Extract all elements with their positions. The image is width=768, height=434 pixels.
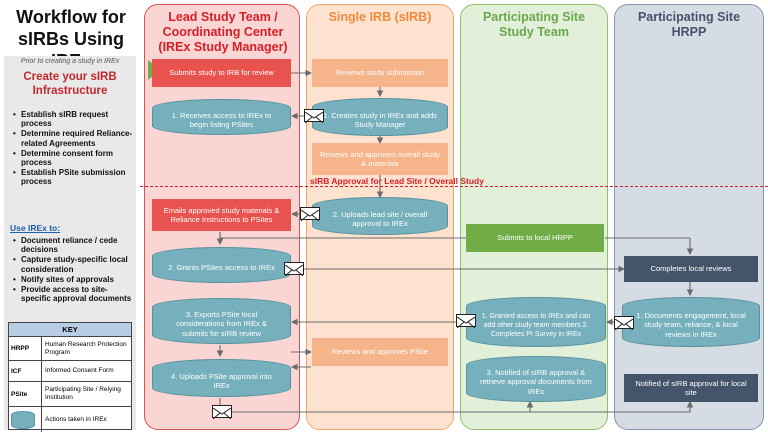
key-meaning: Actions taken in IREx (45, 415, 107, 423)
node-emails-materials: Emails approved study materials & Relian… (152, 199, 291, 231)
key-row: PSite Participating Site / Relying Insti… (9, 382, 131, 407)
bullet-item: Capture study-specific local considerati… (13, 255, 134, 274)
key-row: HRPP Human Research Protection Program (9, 337, 131, 361)
key-meaning: Human Research Protection Program (45, 340, 127, 356)
lane-participating-site-hrpp (614, 4, 764, 430)
envelope-icon (614, 316, 634, 331)
node-uploads-lead-approval: 2. Uploads lead site / overall approval … (312, 197, 448, 235)
lane-header-site-hrpp: Participating Site HRPP (637, 10, 741, 39)
key-cylinder-swatch (9, 407, 42, 432)
key-row: Actions taken in IREx (9, 407, 131, 432)
use-irex-label: Use IREx to: (10, 223, 61, 233)
node-submits-local-hrpp: Submits to local HRPP (466, 224, 604, 252)
sidebar-heading: Create your sIRB Infrastructure (23, 71, 117, 97)
bullet-item: Establish PSite submission process (13, 168, 134, 187)
node-receives-access: 1. Receives access to IREx to begin list… (152, 99, 291, 135)
key-header: KEY (9, 323, 131, 337)
arrow (219, 398, 694, 413)
key-meaning: Informed Consent Form (45, 367, 114, 374)
envelope-icon (304, 109, 324, 124)
envelope-icon (300, 207, 320, 222)
lane-header-sirb: Single IRB (sIRB) (328, 10, 432, 24)
sidebar-note: Prior to creating a study in IREx (20, 58, 120, 65)
node-notified-local-site: Notified of sIRB approval for local site (624, 374, 758, 402)
key-abbrev: PSite (9, 382, 42, 406)
node-completes-local-reviews: Completes local reviews (624, 256, 758, 282)
approval-divider (140, 186, 768, 187)
node-creates-study: 1. Creates study in IREx and adds Study … (312, 98, 448, 136)
bullet-item: Document reliance / cede decisions (13, 236, 134, 255)
bullet-item: Determine required Reliance-related Agre… (13, 129, 134, 148)
envelope-icon (212, 405, 232, 420)
node-granted-access: 1. Granted access to IREx and can add ot… (466, 297, 606, 347)
approval-divider-label: sIRB Approval for Lead Site / Overall St… (310, 176, 484, 186)
node-uploads-psite-approval: 4. Uploads PSite approval into IREx (152, 359, 291, 397)
key-abbrev: ICF (9, 361, 42, 381)
key-table: KEY HRPP Human Research Protection Progr… (8, 322, 132, 432)
bullet-item: Establish sIRB request process (13, 110, 134, 129)
node-grants-psites: 2. Grants PSites access to IREx (152, 247, 291, 283)
lane-header-site-team: Participating Site Study Team (482, 10, 586, 39)
node-reviews-submission: Reviews study submission (312, 59, 448, 87)
node-submit-study: Submits study to IRB for review (152, 59, 291, 87)
key-meaning: Participating Site / Relying Institution (45, 386, 121, 401)
infrastructure-list: Establish sIRB request process Determine… (12, 110, 134, 187)
node-reviews-psite: Reviews and approves PSite (312, 338, 448, 366)
bullet-item: Provide access to site-specific approval… (13, 285, 134, 304)
bullet-item: Notify sites of approvals (13, 275, 134, 285)
key-abbrev: HRPP (9, 337, 42, 360)
envelope-icon (284, 262, 304, 277)
node-notified-approval: 3. Notified of sIRB approval & retrieve … (466, 356, 606, 402)
node-documents-engagement: 1. Documents engagement, local study tea… (622, 297, 760, 347)
node-reviews-overall: Reviews and approves overall study & mat… (312, 143, 448, 175)
envelope-icon (456, 314, 476, 329)
use-irex-list: Document reliance / cede decisions Captu… (12, 236, 134, 304)
node-exports-considerations: 3. Exports PSite local considerations fr… (152, 298, 291, 344)
key-row: ICF Informed Consent Form (9, 361, 131, 382)
lane-header-lead: Lead Study Team / Coordinating Center (I… (158, 10, 288, 54)
bullet-item: Determine consent form process (13, 149, 134, 168)
